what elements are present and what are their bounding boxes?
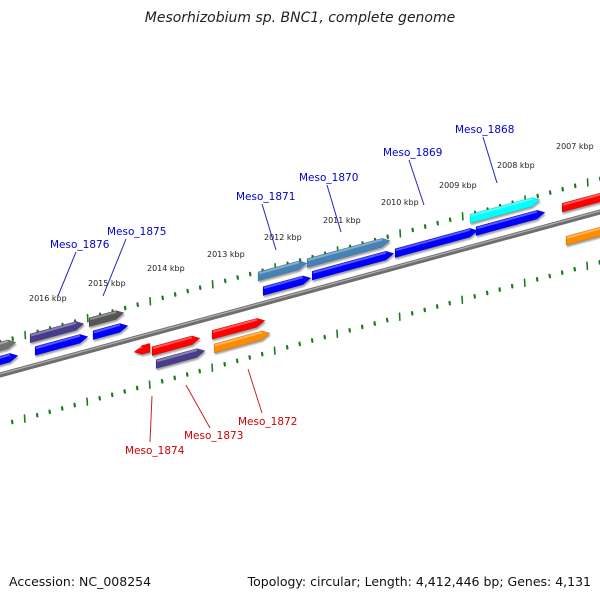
gene-callout-line [262, 204, 276, 250]
gene-arrow [93, 323, 128, 339]
scale-label: 2012 kbp [264, 233, 302, 242]
gene-callout-line [186, 385, 210, 428]
scale-label: 2007 kbp [556, 142, 594, 151]
gene-callout-line [483, 137, 497, 183]
gene-label: Meso_1873 [184, 430, 243, 442]
gene-callout-line [150, 396, 152, 442]
accession-text: Accession: NC_008254 [9, 574, 151, 589]
gene-label: Meso_1869 [383, 147, 442, 159]
gene-arrow [134, 343, 150, 354]
gene-arrow [395, 228, 478, 257]
genome-summary-text: Topology: circular; Length: 4,412,446 bp… [248, 574, 591, 589]
scale-label: 2010 kbp [381, 198, 419, 207]
gene-arrow-body [395, 228, 478, 257]
scale-label: 2016 kbp [29, 294, 67, 303]
gene-arrow [566, 227, 600, 246]
scale-label: 2011 kbp [323, 216, 361, 225]
gene-label: Meso_1868 [455, 124, 514, 136]
gene-label: Meso_1874 [125, 445, 185, 457]
gene-arrow [0, 340, 16, 354]
scale-label: 2013 kbp [207, 250, 245, 259]
gene-label: Meso_1870 [299, 172, 358, 184]
scale-label: 2014 kbp [147, 264, 185, 273]
gene-callout-line [248, 369, 262, 413]
gene-arrow [562, 193, 600, 213]
gene-arrow [0, 353, 18, 367]
map-title: Mesorhizobium sp. BNC1, complete genome [0, 10, 600, 26]
gene-label: Meso_1871 [236, 191, 295, 203]
gene-callout-line [58, 252, 76, 296]
scale-label: 2008 kbp [497, 161, 535, 170]
gene-label: Meso_1875 [107, 226, 166, 238]
scale-label: 2009 kbp [439, 181, 477, 190]
gene-label: Meso_1876 [50, 239, 110, 251]
gene-label: Meso_1872 [238, 416, 297, 428]
